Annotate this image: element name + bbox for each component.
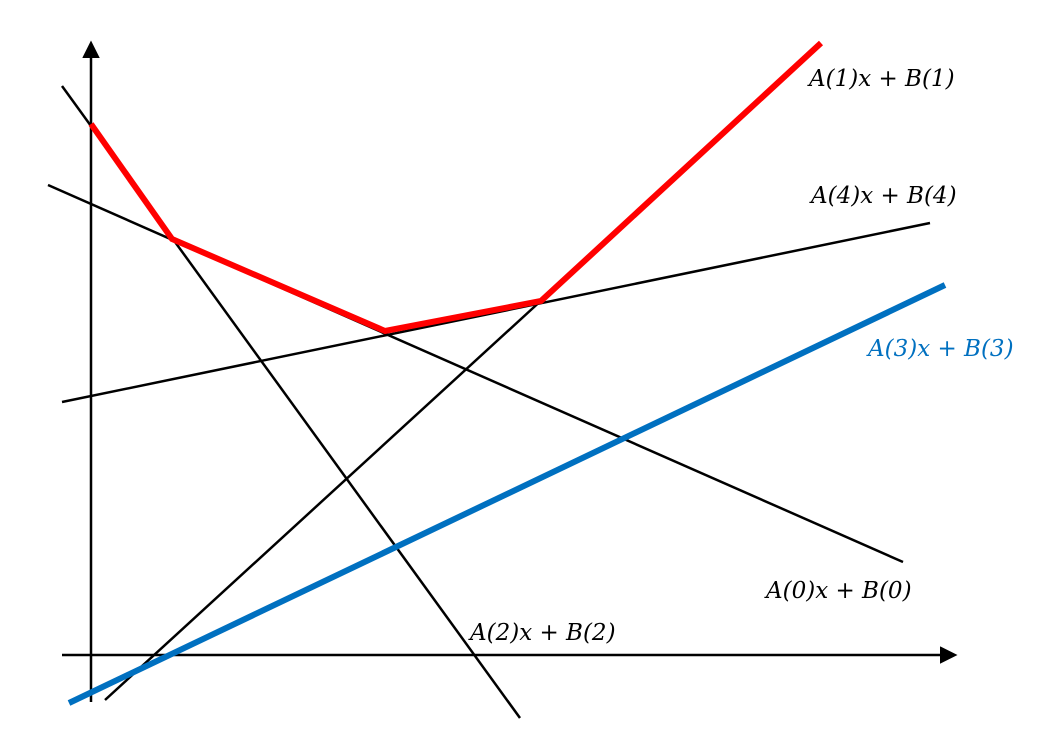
- envelope-polyline: [88, 40, 824, 335]
- label-line-4: A(4)x + B(4): [809, 183, 957, 209]
- line-3-segment: [67, 282, 947, 706]
- label-line-2: A(2)x + B(2): [468, 620, 616, 646]
- line-1-segment: [104, 296, 546, 701]
- label-line-3: A(3)x + B(3): [866, 336, 1014, 362]
- label-line-1: A(1)x + B(1): [807, 66, 955, 92]
- label-line-0: A(0)x + B(0): [764, 578, 912, 604]
